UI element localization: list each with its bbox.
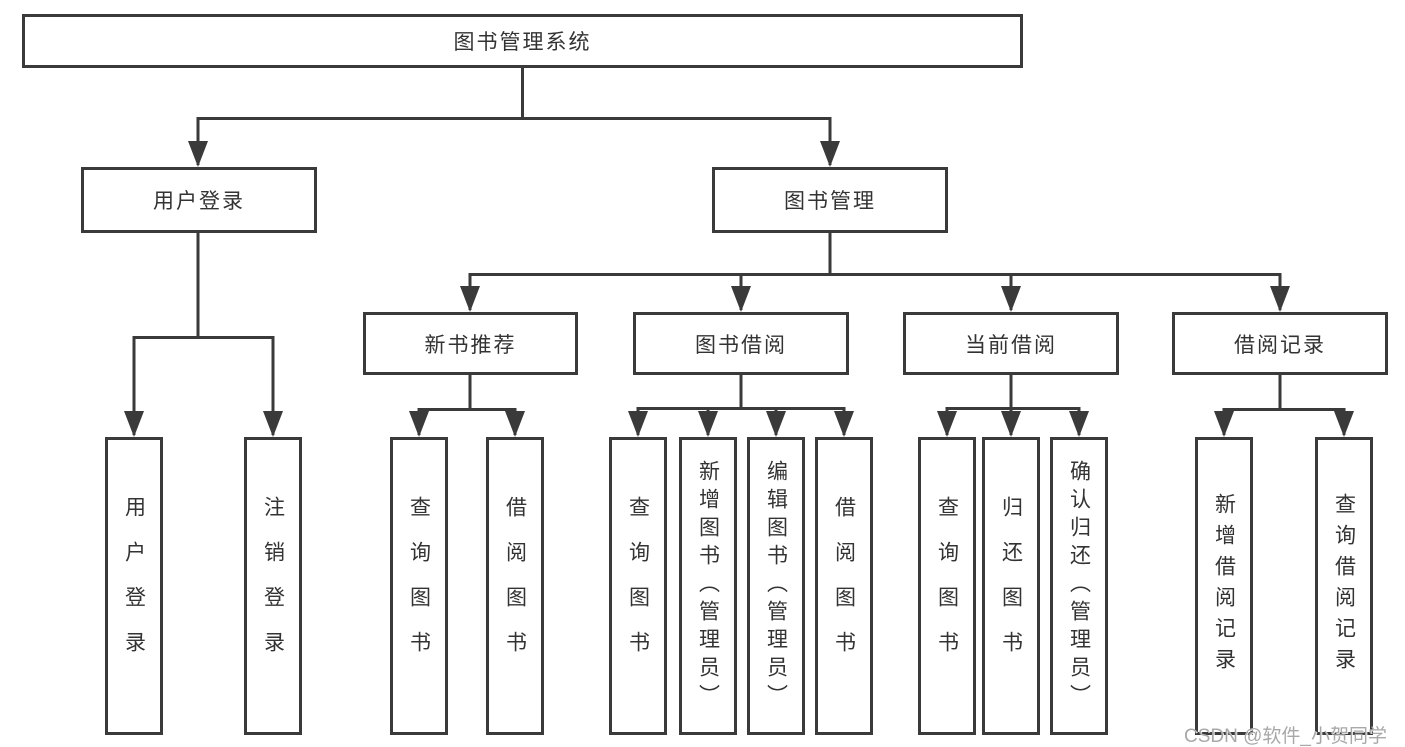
node-borrow-record: 借阅记录 [1172, 312, 1388, 375]
connector-level2-bracket [196, 117, 832, 165]
csdn-watermark: CSDN @软件_小贺同学 [1184, 726, 1387, 747]
node-book-management: 图书管理 [712, 167, 948, 233]
connector-borrow-record-bracket [1222, 408, 1346, 435]
node-label: 查询图书 [935, 496, 959, 676]
arrowhead [766, 411, 786, 437]
connector-new-book-bracket [417, 408, 517, 435]
node-label: 借阅图书 [832, 496, 856, 676]
node-book-borrow: 图书借阅 [633, 312, 849, 375]
node-label: 确认归还（管理员） [1067, 460, 1091, 712]
node-label: 注销登录 [261, 496, 285, 676]
node-label: 新增图书（管理员） [696, 460, 720, 712]
connector-level3-bracket [468, 273, 1282, 310]
leaf-borrow-book: 借阅图书 [815, 437, 873, 735]
arrowhead [834, 411, 854, 437]
leaf-user-login: 用户登录 [105, 437, 163, 735]
arrowhead [937, 411, 957, 437]
node-label: 查询借阅记录 [1332, 493, 1356, 679]
node-label: 借阅图书 [503, 496, 527, 676]
arrowhead [1214, 411, 1234, 437]
node-library-management-system: 图书管理系统 [22, 14, 1023, 68]
arrowhead [505, 411, 525, 437]
node-label: 图书借阅 [695, 333, 787, 357]
leaf-query-book-current: 查询图书 [918, 437, 976, 735]
node-label: 编辑图书（管理员） [764, 460, 788, 712]
node-label: 当前借阅 [965, 333, 1057, 357]
leaf-return-book: 归还图书 [982, 437, 1040, 735]
node-label: 查询图书 [626, 496, 650, 676]
leaf-add-borrow-record: 新增借阅记录 [1195, 437, 1253, 735]
node-current-borrow: 当前借阅 [903, 312, 1119, 375]
node-label: 新书推荐 [424, 333, 517, 357]
arrowhead [188, 141, 208, 167]
node-label: 图书管理系统 [453, 31, 592, 54]
connector-user-login-bracket [132, 336, 275, 435]
leaf-confirm-return-admin: 确认归还（管理员） [1050, 437, 1108, 735]
node-label: 新增借阅记录 [1212, 493, 1236, 679]
leaf-query-book-borrow: 查询图书 [609, 437, 667, 735]
arrowhead [1001, 286, 1021, 312]
node-label: 借阅记录 [1234, 333, 1326, 357]
node-label: 用户登录 [122, 496, 146, 676]
arrowhead [1270, 286, 1290, 312]
node-label: 图书管理 [784, 190, 876, 213]
arrowhead [820, 141, 840, 167]
arrowhead [731, 286, 751, 312]
leaf-logout: 注销登录 [244, 437, 302, 735]
node-label: 用户登录 [153, 190, 245, 213]
node-new-book-recommend: 新书推荐 [363, 312, 578, 375]
arrowhead [628, 411, 648, 437]
leaf-add-book-admin: 新增图书（管理员） [679, 437, 737, 735]
leaf-borrow-book-recommend: 借阅图书 [486, 437, 544, 735]
leaf-query-book-recommend: 查询图书 [390, 437, 448, 735]
node-user-login: 用户登录 [81, 167, 317, 233]
arrowhead [1069, 411, 1089, 437]
connector-book-borrow-bracket [636, 407, 846, 435]
node-label: 归还图书 [999, 496, 1023, 676]
arrowhead [263, 411, 283, 437]
leaf-query-borrow-record: 查询借阅记录 [1315, 437, 1373, 735]
arrowhead [124, 411, 144, 437]
arrowhead [460, 286, 480, 312]
node-label: 查询图书 [407, 496, 431, 676]
leaf-edit-book-admin: 编辑图书（管理员） [747, 437, 805, 735]
arrowhead [1001, 411, 1021, 437]
arrowhead [1334, 411, 1354, 437]
arrowhead [698, 411, 718, 437]
arrowhead [409, 411, 429, 437]
